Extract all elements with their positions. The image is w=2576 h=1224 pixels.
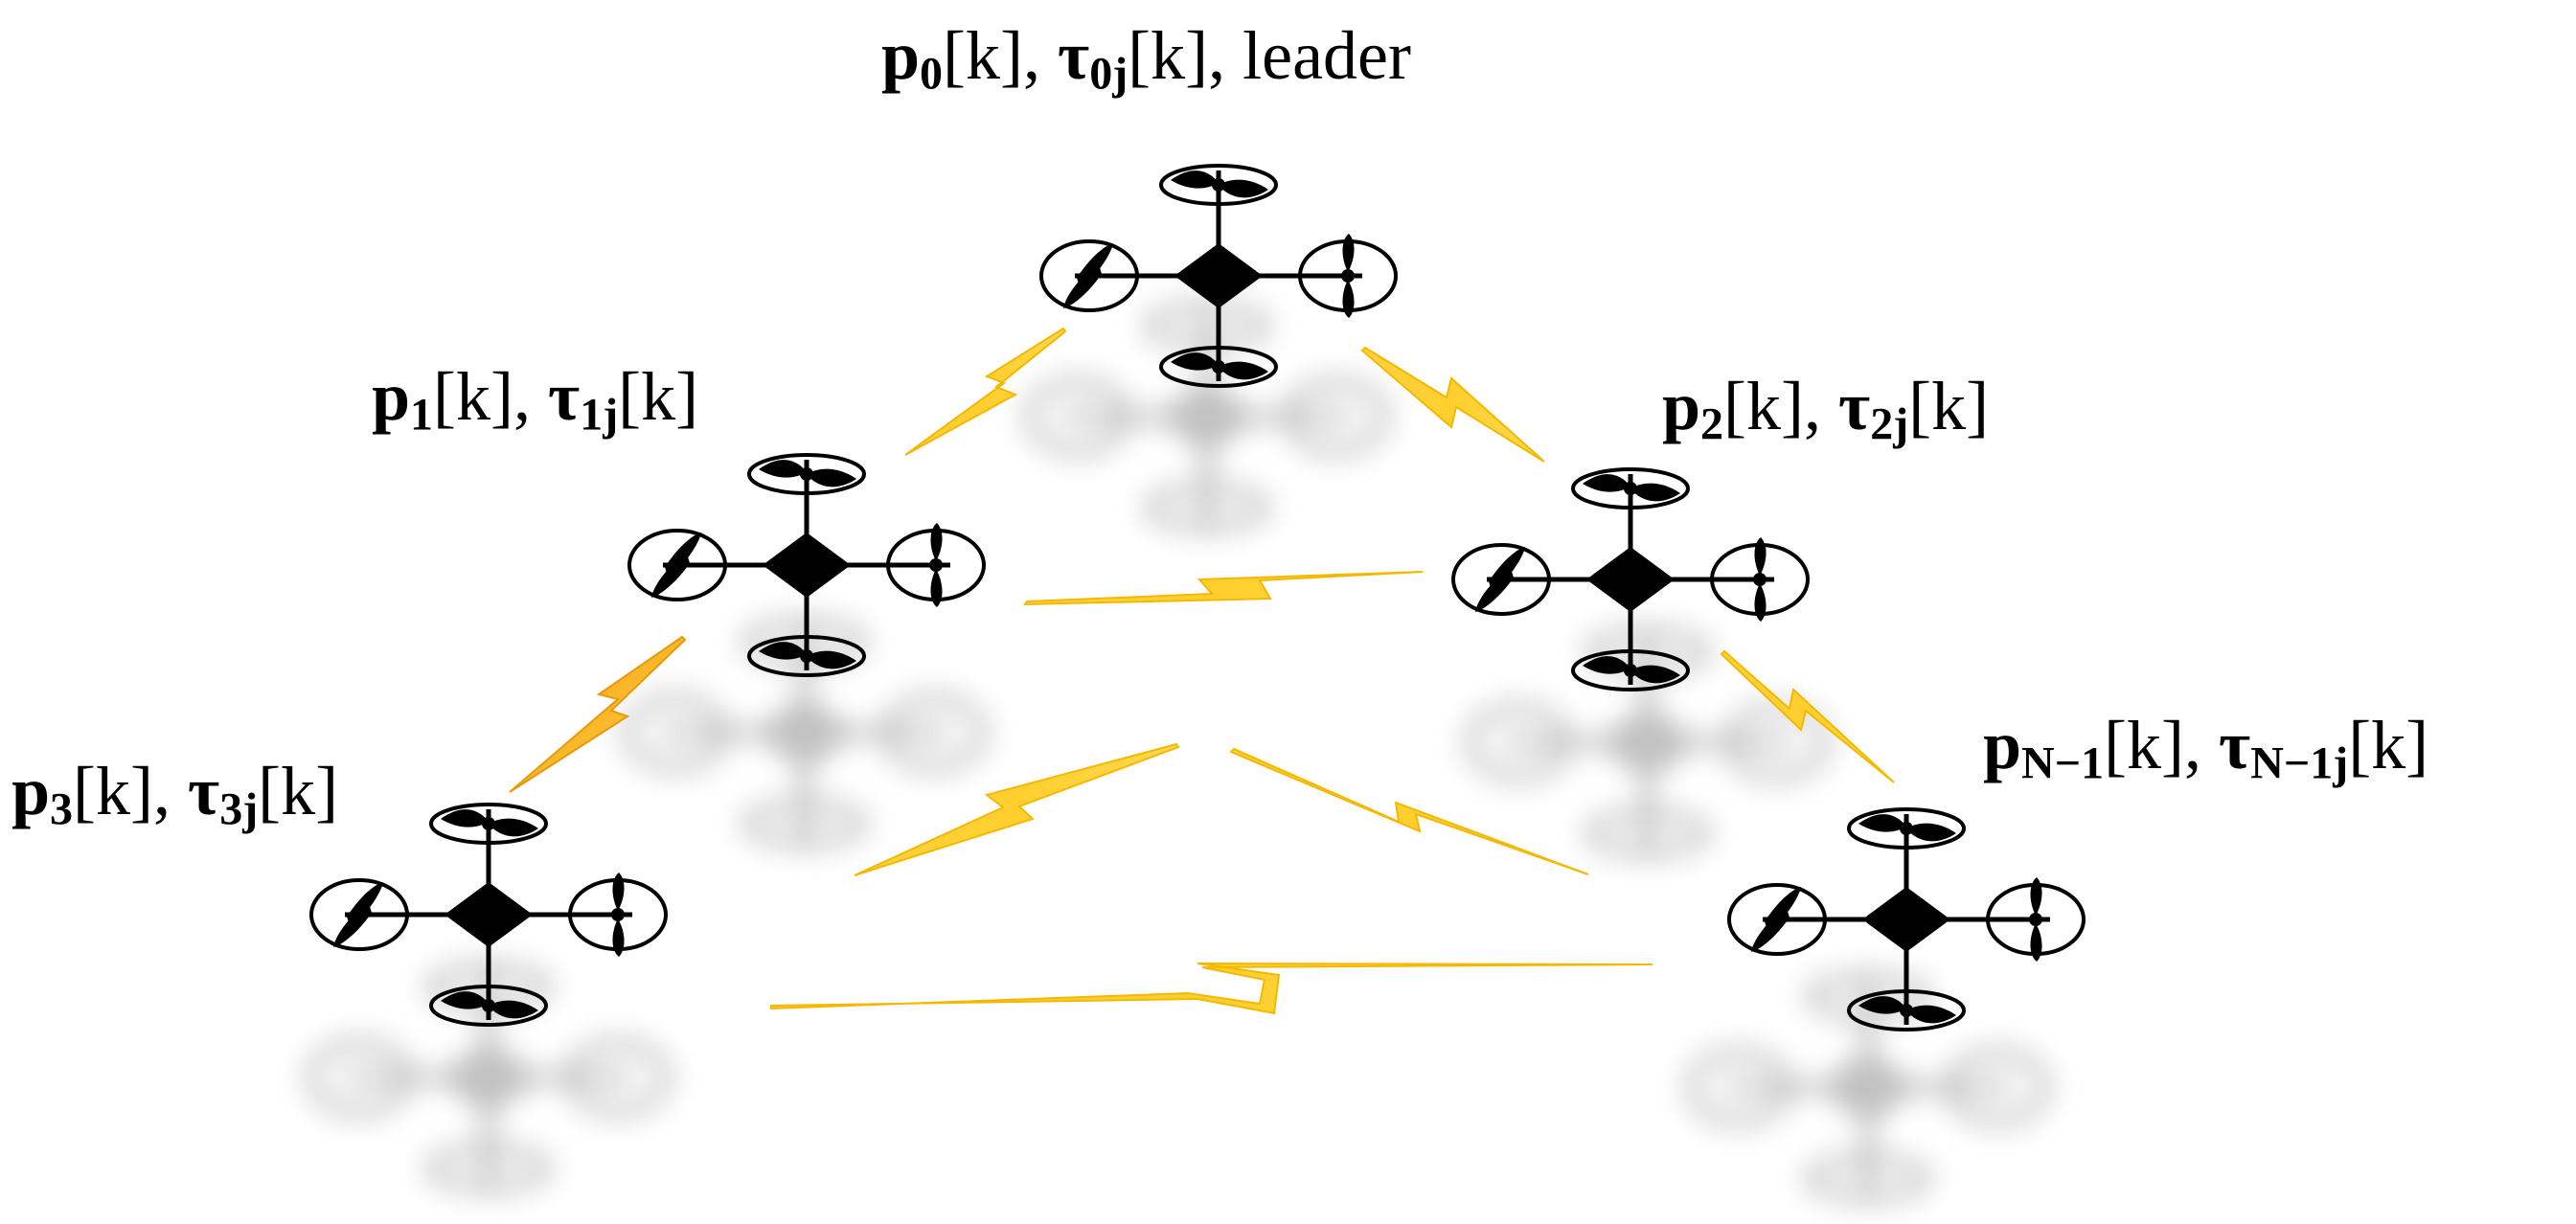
quadcopter-icon-leader bbox=[1041, 166, 1396, 386]
label-1: p1[k], τ1j[k] bbox=[372, 358, 699, 441]
shadow-2 bbox=[1470, 632, 1825, 852]
quadcopter-icon-N-1 bbox=[1729, 809, 2084, 1030]
lightning-bolt-icon bbox=[770, 963, 1653, 1015]
lightning-bolt-icon bbox=[509, 635, 687, 793]
lightning-bolt-icon bbox=[1023, 571, 1424, 606]
links bbox=[509, 327, 1895, 1015]
label-2: p2[k], τ2j[k] bbox=[1662, 368, 1990, 450]
label-N-1: pN−1[k], τN−1j[k] bbox=[1983, 707, 2429, 789]
lightning-bolt-icon bbox=[1229, 747, 1589, 875]
shadow-leader bbox=[1030, 306, 1384, 527]
quadcopter-icon-2 bbox=[1453, 469, 1808, 690]
lightning-bolt-icon bbox=[904, 327, 1067, 456]
lightning-bolt-icon bbox=[854, 742, 1180, 876]
lightning-bolt-icon bbox=[1360, 346, 1545, 463]
quadcopter-icon-3 bbox=[311, 805, 666, 1025]
lightning-bolt-icon bbox=[1720, 649, 1895, 783]
label-leader: p0[k], τ0j[k], leader bbox=[881, 17, 1411, 100]
label-3: p3[k], τ3j[k] bbox=[11, 753, 339, 835]
